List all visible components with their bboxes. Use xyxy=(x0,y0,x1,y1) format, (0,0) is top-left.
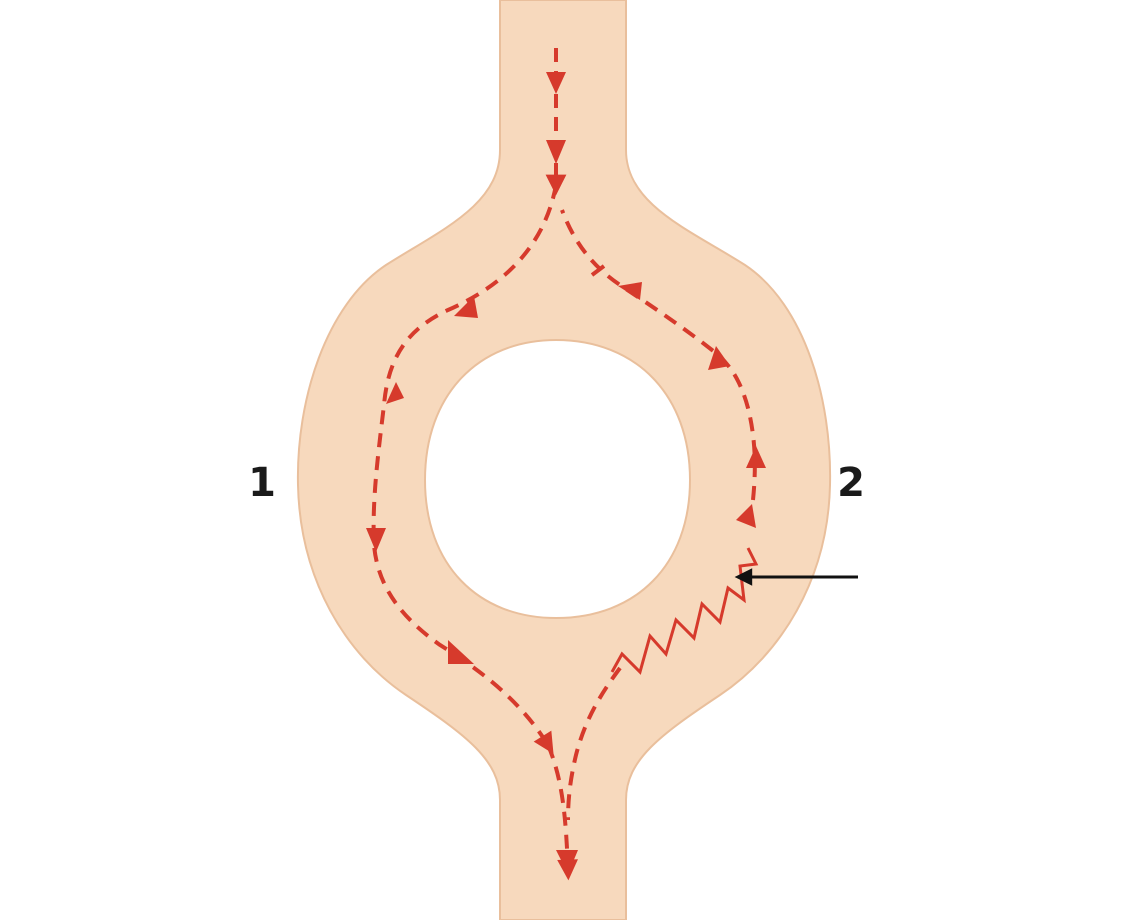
label-pathway-2: 2 xyxy=(837,460,865,506)
label-pathway-1: 1 xyxy=(248,460,276,506)
